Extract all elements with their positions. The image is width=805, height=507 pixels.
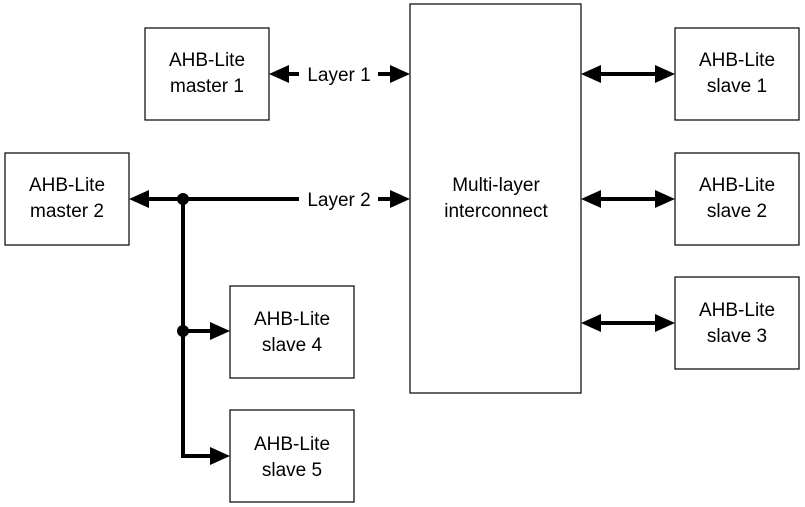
slave4-block: AHB-Lite slave 4 <box>229 285 355 379</box>
slave2-line1: AHB-Lite <box>699 175 775 196</box>
master2-line2: master 2 <box>30 201 104 222</box>
master1-line2: master 1 <box>170 76 244 97</box>
slave1-line2: slave 1 <box>707 76 767 97</box>
slave1-block: AHB-Lite slave 1 <box>674 27 800 121</box>
slave3-line1: AHB-Lite <box>699 300 775 321</box>
slave2-arrowhead-left <box>581 190 601 208</box>
slave2-line2: slave 2 <box>707 201 767 222</box>
slave1-arrowhead-right <box>655 65 675 83</box>
slave5-line2: slave 5 <box>262 460 322 481</box>
layer1-label: Layer 1 <box>307 65 370 86</box>
slave3-line2: slave 3 <box>707 326 767 347</box>
slave5-block: AHB-Lite slave 5 <box>229 409 355 503</box>
slave4-line1: AHB-Lite <box>254 309 330 330</box>
layer2-label: Layer 2 <box>307 190 370 211</box>
interconnect-line1: Multi-layer <box>452 175 540 196</box>
slave4-arrowhead <box>210 322 230 340</box>
slave4-line2: slave 4 <box>262 335 323 356</box>
slave3-block: AHB-Lite slave 3 <box>674 276 800 370</box>
slave3-arrowhead-left <box>581 314 601 332</box>
interconnect-line2: interconnect <box>444 201 548 222</box>
interconnect-block: Multi-layer interconnect <box>409 3 582 394</box>
slave5-arrowhead <box>210 447 230 465</box>
layer2-arrowhead-right <box>390 190 410 208</box>
master2-line1: AHB-Lite <box>29 175 105 196</box>
slave1-arrowhead-left <box>581 65 601 83</box>
layer1-arrowhead-right <box>390 65 410 83</box>
layer1-arrowhead-left <box>269 65 289 83</box>
layer2-arrowhead-left <box>129 190 149 208</box>
master2-block: AHB-Lite master 2 <box>4 152 130 246</box>
junction-dot-bottom <box>177 325 189 337</box>
master1-line1: AHB-Lite <box>169 50 245 71</box>
slave2-block: AHB-Lite slave 2 <box>674 152 800 246</box>
junction-dot-top <box>177 193 189 205</box>
slave2-arrowhead-right <box>655 190 675 208</box>
slave5-line1: AHB-Lite <box>254 434 330 455</box>
master1-block: AHB-Lite master 1 <box>144 27 270 121</box>
slave1-line1: AHB-Lite <box>699 50 775 71</box>
slave3-arrowhead-right <box>655 314 675 332</box>
